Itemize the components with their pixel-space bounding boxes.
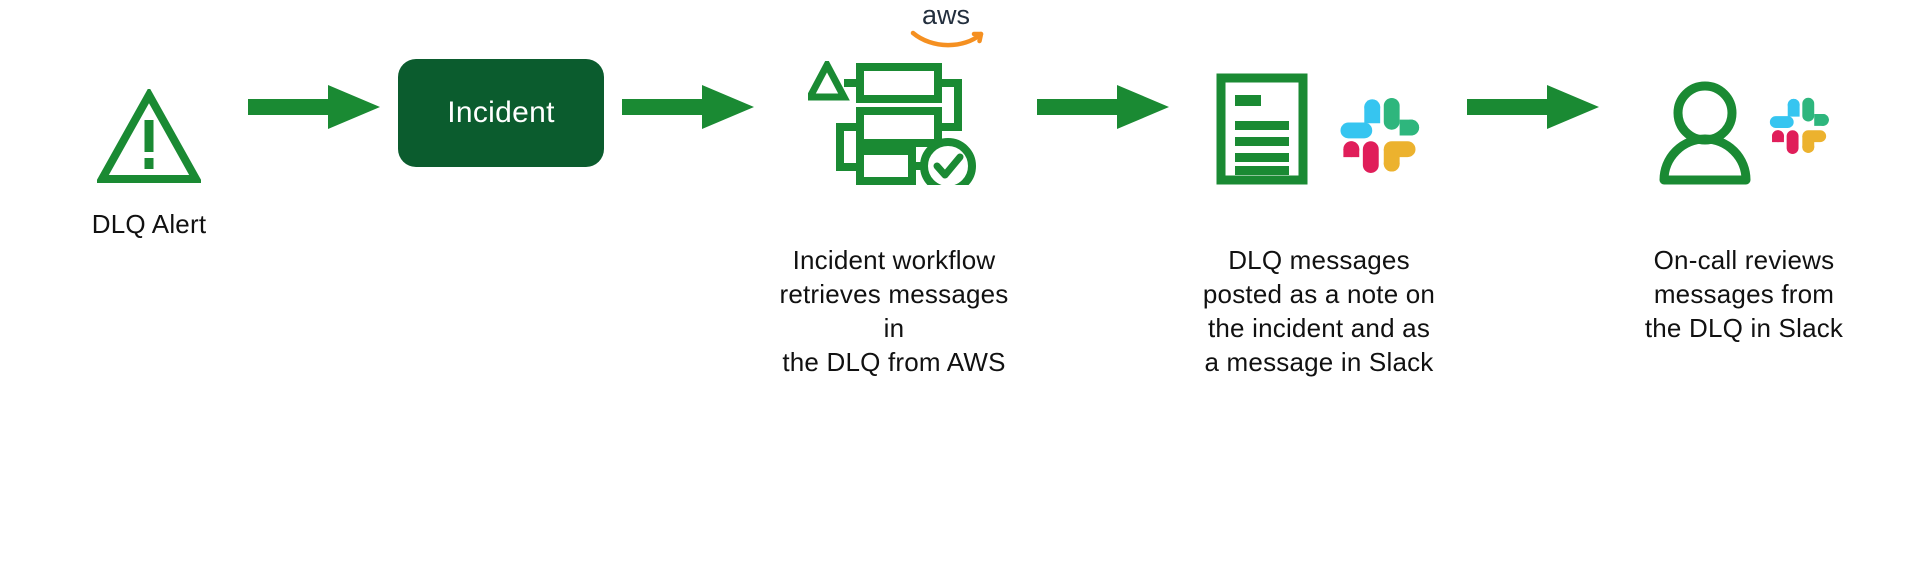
- aws-logo-icon: aws: [910, 0, 984, 48]
- arrow-right-icon: [622, 85, 754, 129]
- on-call-reviews-caption: On-call reviews messages from the DLQ in…: [1644, 245, 1844, 343]
- aws-logo-text: aws: [922, 0, 970, 30]
- person-icon: [1659, 81, 1751, 185]
- aws-logo: aws: [906, 0, 986, 56]
- incident-box-zone: Incident: [398, 0, 604, 185]
- incident-workflow-caption: Incident workflow retrieves messages in …: [779, 245, 1009, 377]
- arrow-3-wrap: [1014, 0, 1194, 185]
- step-dlq-alert: DLQ Alert: [66, 0, 232, 241]
- arrow-right-icon: [1037, 85, 1169, 129]
- person-slack-icon-zone: [1657, 0, 1831, 185]
- aws-workflow-icon-zone: aws: [808, 0, 984, 185]
- dlq-messages-caption: DLQ messages posted as a note on the inc…: [1202, 245, 1436, 377]
- arrow-right-icon: [248, 85, 380, 129]
- step-dlq-messages-posted: DLQ messages posted as a note on the inc…: [1194, 0, 1444, 379]
- step-on-call-reviews: On-call reviews messages from the DLQ in…: [1624, 0, 1864, 345]
- slack-logo-icon: [1769, 97, 1829, 154]
- step-incident-workflow: aws: [774, 0, 1014, 379]
- aws-workflow-stack: aws: [808, 0, 984, 185]
- incident-box[interactable]: Incident: [398, 59, 604, 167]
- incident-box-label: Incident: [447, 96, 555, 129]
- arrow-1-wrap: [232, 0, 398, 185]
- arrow-2-wrap: [604, 0, 774, 185]
- dlq-alert-caption: DLQ Alert: [91, 209, 207, 239]
- aws-workflow-icon: [808, 61, 976, 185]
- document-icon: [1216, 73, 1308, 185]
- document-slack-icon-zone: [1216, 0, 1422, 185]
- document-slack-group: [1216, 73, 1422, 185]
- warning-triangle-icon: [97, 89, 201, 183]
- step-incident: Incident: [398, 0, 604, 185]
- arrow-4-wrap: [1444, 0, 1624, 185]
- slack-logo-icon: [1340, 97, 1420, 173]
- dlq-alert-icon-zone: [97, 0, 201, 185]
- person-slack-group: [1657, 79, 1831, 185]
- arrow-right-icon: [1467, 85, 1599, 129]
